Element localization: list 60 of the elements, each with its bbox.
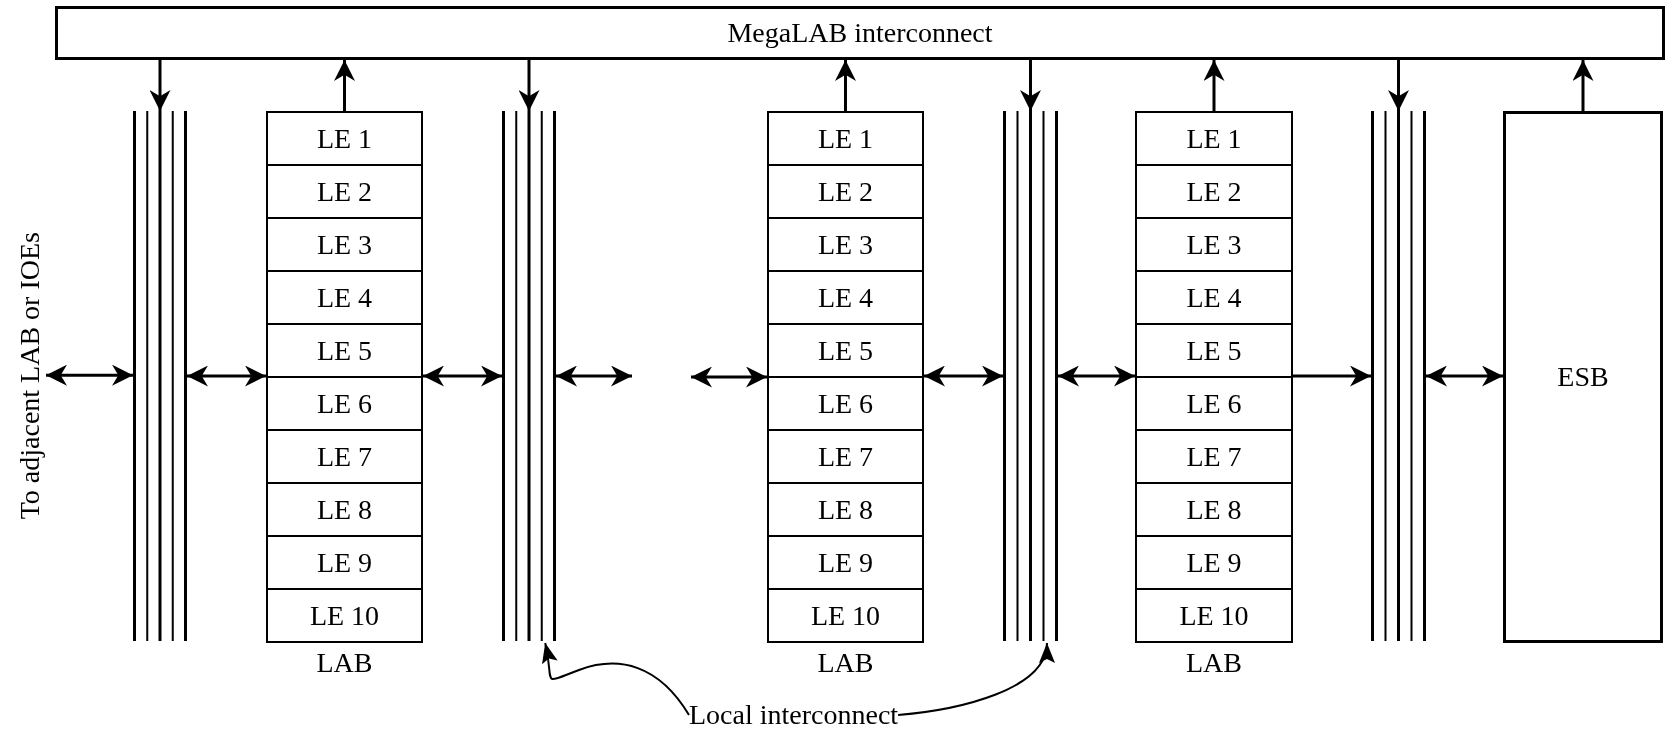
logic-element-cell: LE 1 [266,111,423,166]
double-arrow [423,365,502,387]
logic-element-cell: LE 8 [266,482,423,537]
logic-element-cell: LE 5 [767,323,924,378]
interconnect-lines [1371,111,1426,641]
double-arrow [556,365,632,387]
double-arrow [924,365,1003,387]
block-caption: LAB [816,646,875,680]
logic-element-cell: LE 7 [266,429,423,484]
logic-element-cell: LE 2 [767,164,924,219]
arrow [149,60,171,111]
double-arrow [1058,365,1135,387]
interconnect-lines [1003,111,1058,641]
arrow [1293,365,1371,387]
callout-text: Local interconnect [689,698,899,732]
logic-element-cell: LE 1 [1135,111,1293,166]
logic-element-cell: LE 4 [1135,270,1293,325]
logic-element-cell: LE 5 [1135,323,1293,378]
logic-element-cell: LE 8 [1135,482,1293,537]
block-box: MegaLAB interconnect [55,6,1665,60]
leader-line [897,642,1052,716]
double-arrow [1426,365,1503,387]
logic-element-cell: LE 7 [1135,429,1293,484]
side-label: To adjacent LAB or IOEs [14,231,46,519]
block-caption: LAB [1185,646,1243,680]
arrow [1203,60,1225,111]
block-caption: LAB [315,646,374,680]
logic-element-cell: LE 3 [767,217,924,272]
interconnect-lines [502,111,556,641]
arrow [334,60,355,111]
arrow [518,60,540,111]
logic-element-cell: LE 2 [1135,164,1293,219]
logic-element-cell: LE 6 [1135,376,1293,431]
logic-element-cell: LE 4 [266,270,423,325]
logic-element-cell: LE 9 [266,535,423,590]
arrow [1572,60,1594,111]
logic-element-cell: LE 5 [266,323,423,378]
logic-element-cell: LE 9 [1135,535,1293,590]
logic-element-cell: LE 6 [266,376,423,431]
arrow [1388,60,1409,111]
logic-element-cell: LE 10 [767,588,924,643]
double-arrow [187,365,266,387]
arrow [1020,60,1041,111]
logic-element-cell: LE 3 [1135,217,1293,272]
leader-line [541,642,690,716]
logic-element-cell: LE 10 [266,588,423,643]
logic-element-cell: LE 1 [767,111,924,166]
logic-element-cell: LE 9 [767,535,924,590]
arrow [835,60,856,111]
logic-element-cell: LE 8 [767,482,924,537]
interconnect-lines [133,111,187,641]
logic-element-cell: LE 6 [767,376,924,431]
logic-element-cell: LE 7 [767,429,924,484]
block-box: ESB [1503,111,1663,643]
double-arrow [691,366,767,388]
logic-element-cell: LE 4 [767,270,924,325]
logic-element-cell: LE 3 [266,217,423,272]
double-arrow [46,364,133,386]
logic-element-cell: LE 2 [266,164,423,219]
logic-element-cell: LE 10 [1135,588,1293,643]
